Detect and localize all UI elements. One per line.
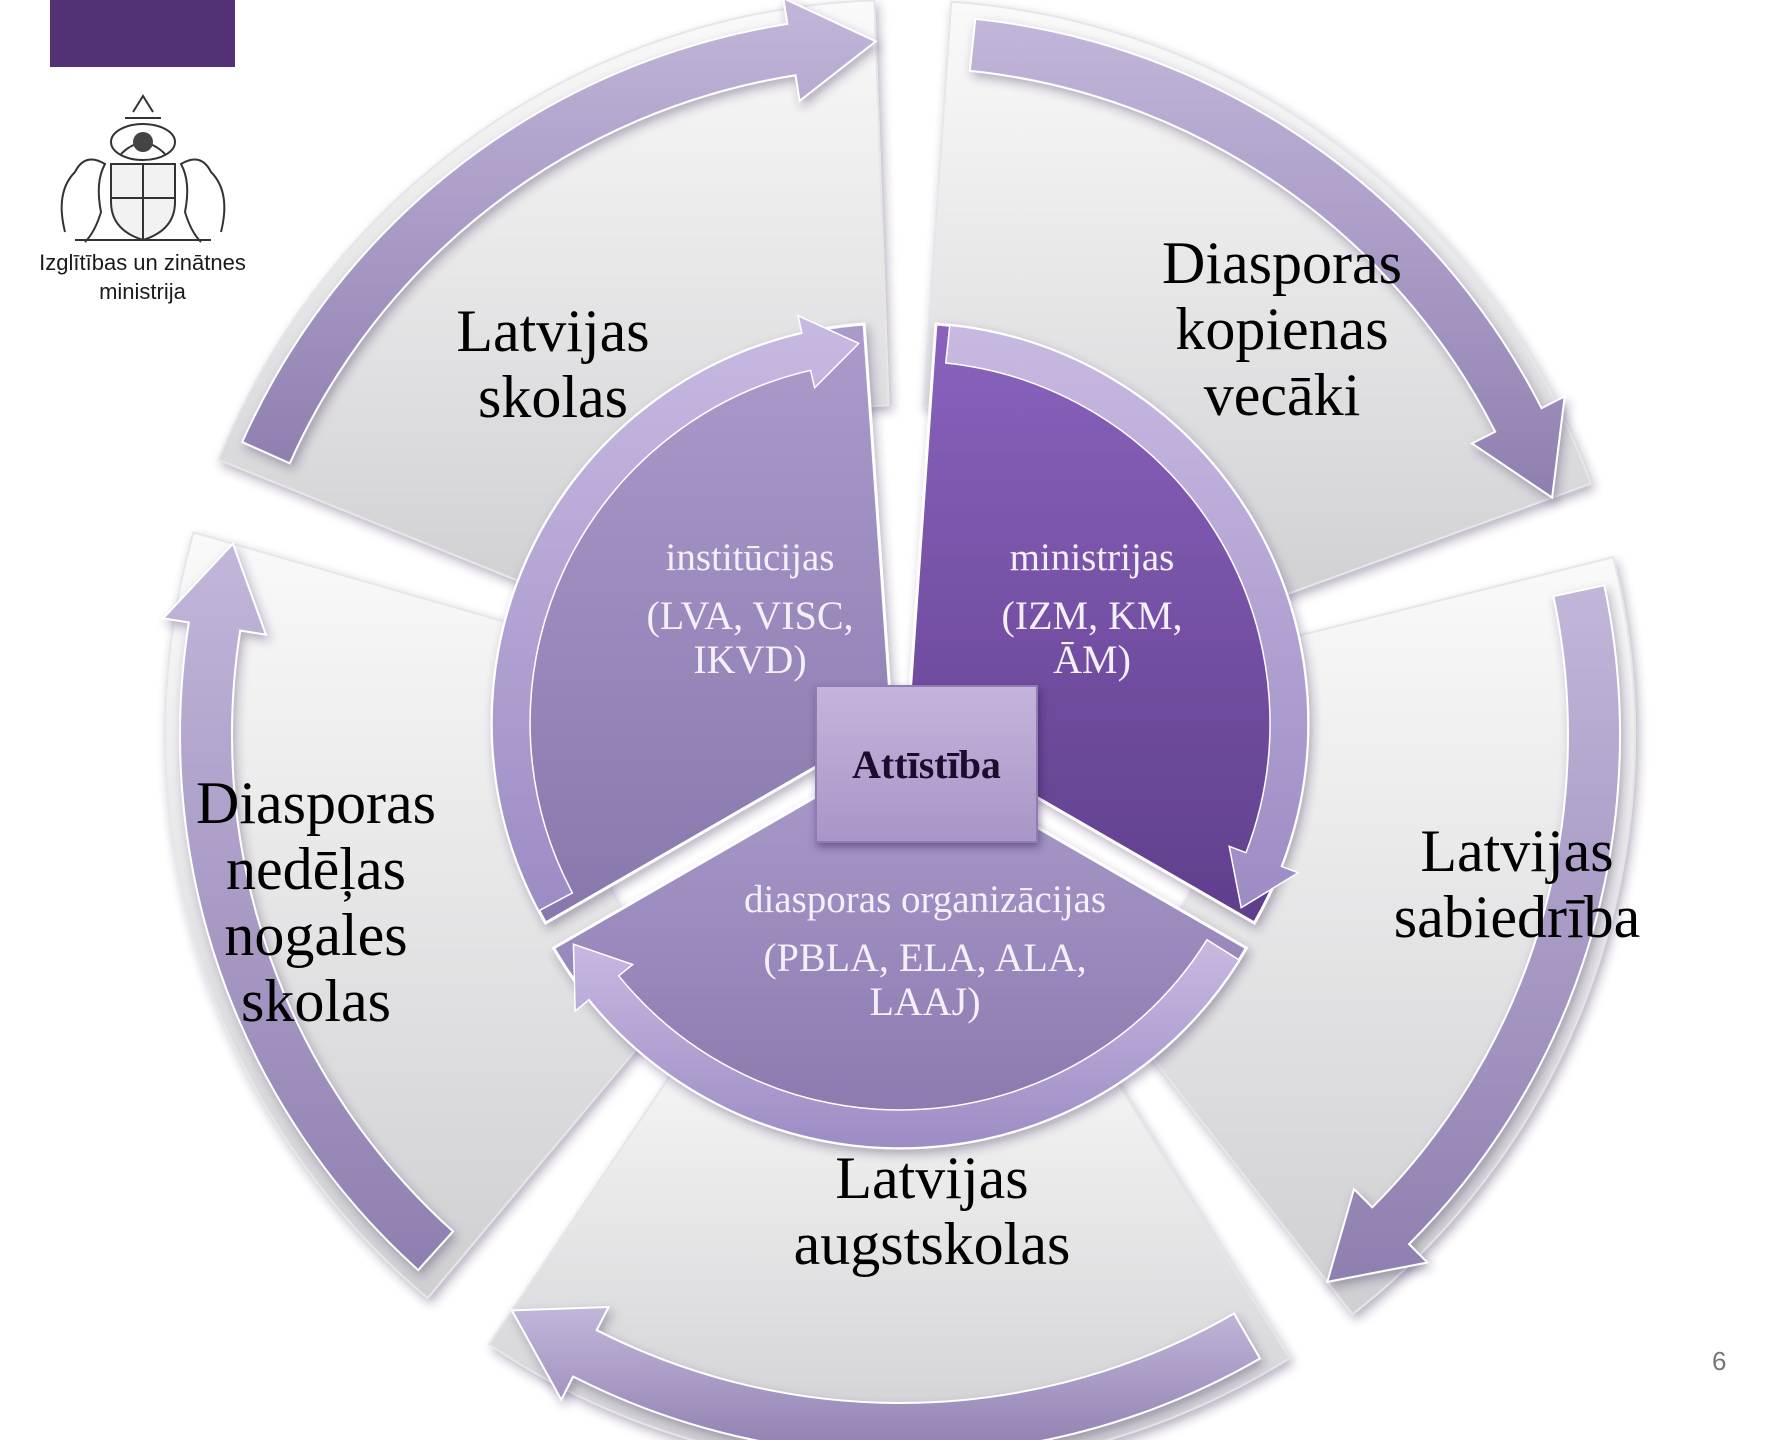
outer-arrow — [968, 17, 1566, 500]
inner-label-detail: LAAJ) — [869, 979, 981, 1024]
inner-arrow — [572, 938, 1241, 1149]
outer-label-latvijas-sabiedriba: Latvijas sabiedrība — [1394, 818, 1641, 950]
outer-arrow — [240, 0, 878, 465]
ministry-name: Izglītības un zinātnes ministrija — [0, 248, 285, 306]
inner-arrow — [491, 314, 861, 912]
page-number: 6 — [1712, 1346, 1727, 1376]
outer-label-line: nedēļas — [226, 836, 406, 902]
outer-label-line: Diasporas — [196, 770, 436, 836]
outer-label-line: skolas — [240, 968, 391, 1034]
inner-label-detail: (LVA, VISC, — [646, 593, 854, 638]
center-attistiba-box: Attīstība — [815, 685, 1038, 843]
outer-label-line: kopienas — [1175, 296, 1389, 362]
outer-label-line: vecāki — [1203, 362, 1361, 428]
outer-label-line: skolas — [478, 364, 628, 430]
outer-arrow — [510, 1305, 1262, 1440]
inner-label-diasporas-organizacijas: diasporas organizācijas (PBLA, ELA, ALA,… — [744, 878, 1106, 1024]
inner-label-detail: ĀM) — [1053, 637, 1131, 682]
coat-of-arms-logo — [60, 94, 226, 243]
inner-label-detail: (PBLA, ELA, ALA, — [763, 935, 1087, 980]
outer-arrow — [1325, 584, 1622, 1284]
outer-arrow — [161, 541, 455, 1272]
inner-label-name: ministrijas — [1009, 536, 1175, 579]
inner-label-detail: IKVD) — [693, 637, 807, 682]
outer-label-line: Latvijas — [835, 1145, 1029, 1211]
outer-label-line: nogales — [224, 902, 408, 968]
ministry-name-line-1: Izglītības un zinātnes — [39, 250, 246, 275]
inner-label-institucijas: institūcijas (LVA, VISC, IKVD) — [646, 536, 853, 682]
outer-label-line: Latvijas — [1420, 818, 1614, 884]
outer-label-diasporas-nedelas-nogales-skolas: Diasporas nedēļas nogales skolas — [196, 770, 436, 1034]
outer-label-line: sabiedrība — [1393, 884, 1641, 950]
inner-label-name: institūcijas — [665, 536, 835, 579]
ministry-name-line-2: ministrija — [99, 279, 186, 304]
inner-label-ministrijas: ministrijas (IZM, KM, ĀM) — [1001, 536, 1182, 682]
outer-label-diasporas-kopienas-vecaki: Diasporas kopienas vecāki — [1162, 230, 1402, 428]
outer-label-latvijas-skolas: Latvijas skolas — [456, 298, 649, 430]
inner-label-detail: (IZM, KM, — [1001, 593, 1183, 638]
center-label: Attīstība — [852, 741, 1001, 787]
inner-label-name: diasporas organizācijas — [743, 878, 1107, 921]
outer-label-line: augstskolas — [793, 1211, 1071, 1277]
outer-label-line: Latvijas — [456, 298, 650, 364]
outer-label-line: Diasporas — [1162, 230, 1402, 296]
inner-arrow — [944, 324, 1309, 909]
header-color-bar — [50, 0, 235, 67]
outer-label-latvijas-augstskolas: Latvijas augstskolas — [794, 1145, 1071, 1277]
